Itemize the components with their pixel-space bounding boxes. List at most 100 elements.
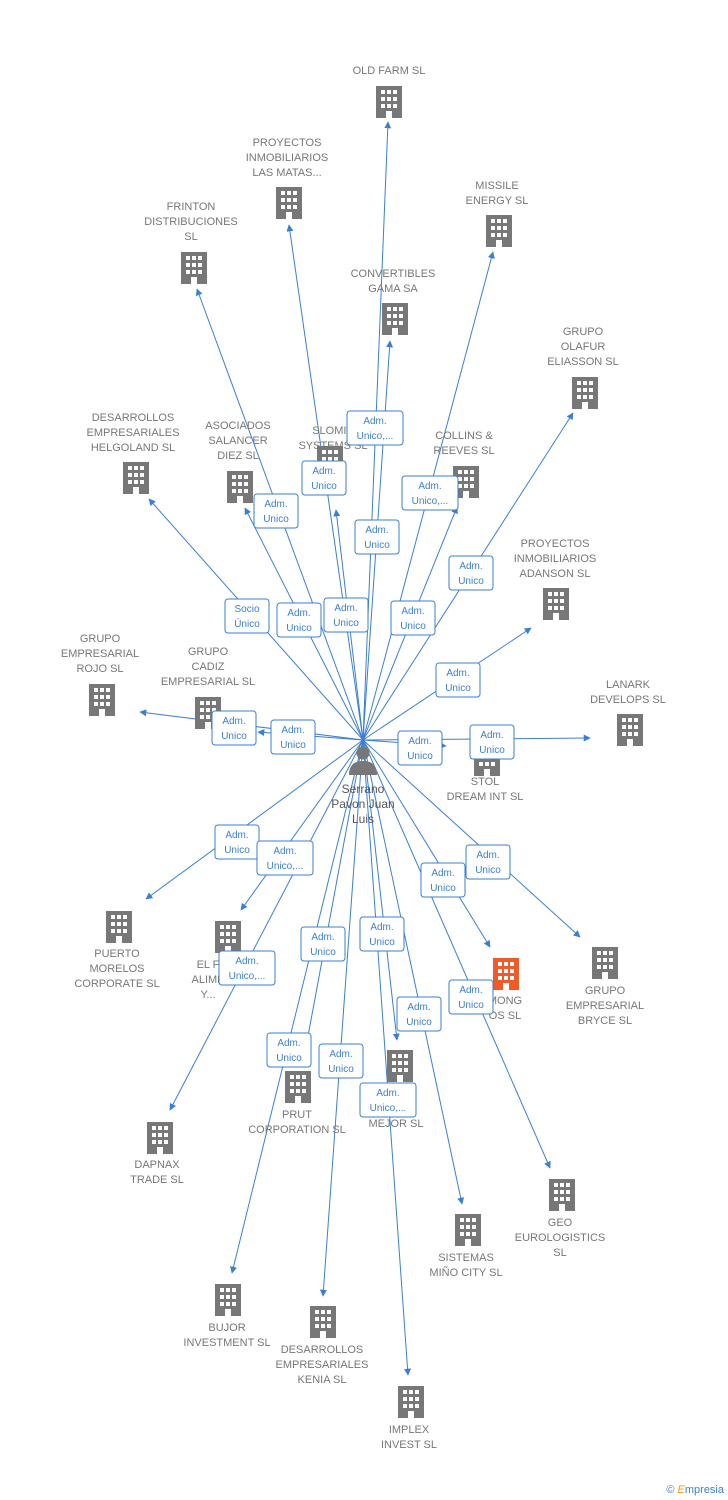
company-label-line: PUERTO <box>94 948 140 960</box>
building-icon <box>486 215 512 247</box>
edge-role-box <box>420 862 466 898</box>
edge-role-badge[interactable]: Adm.Unico <box>253 493 299 529</box>
company-label-line: REEVES SL <box>433 445 494 457</box>
edge-role-badge[interactable]: Adm. Unico <box>420 862 466 898</box>
edge-role-text: Adm. <box>431 868 454 879</box>
edge-role-badge[interactable]: Adm.Unico <box>214 824 260 860</box>
edge-role-text: Unico <box>364 540 390 551</box>
edge-role-badge[interactable]: Adm.Unico <box>359 916 405 952</box>
edge-role-badge[interactable]: Adm.Unico <box>435 662 481 698</box>
edge-role-badge[interactable]: Adm.Unico <box>465 844 511 880</box>
edge-role-box <box>224 598 270 634</box>
edge-role-badge[interactable]: Adm.Unico,... <box>256 840 314 876</box>
edge-line <box>169 739 364 1111</box>
company-label-line: ENERGY SL <box>466 195 529 207</box>
building-icon <box>147 1122 173 1154</box>
edge-role-text: Adm. <box>225 830 248 841</box>
edge-role-badge[interactable]: Adm.Unico <box>354 519 400 555</box>
edge-role-text: Adm. <box>281 725 304 736</box>
edge-line <box>230 739 364 1274</box>
edge-role-badge[interactable]: Adm.Unico <box>270 719 316 755</box>
edge-role-badge[interactable]: Adm.Unico <box>323 597 369 633</box>
edge-role-text: Unico,... <box>267 861 304 872</box>
company-label-line: EMPRESARIALES <box>87 427 180 439</box>
edge-role-text: Unico <box>458 1000 484 1011</box>
edge-role-box <box>253 493 299 529</box>
company-label-line: DAPNAX <box>134 1159 180 1171</box>
edge-role-text: Unico <box>276 1053 302 1064</box>
edge-role-text: Unico <box>407 751 433 762</box>
edge-role-badge[interactable]: Adm.Unico,... <box>218 950 276 986</box>
edge-role-badge[interactable]: Adm.Unico <box>276 602 322 638</box>
company-label-line: CADIZ <box>192 661 225 673</box>
brand-footer: © Empresia <box>666 1484 724 1496</box>
building-icon <box>227 471 253 503</box>
edge-role-badge[interactable]: Adm.Unico <box>300 926 346 962</box>
edge-role-badge[interactable]: Adm.Unico,... <box>346 410 404 446</box>
edge-role-text: Unico <box>430 883 456 894</box>
edge-role-box <box>448 979 494 1015</box>
edge-role-badge[interactable]: Adm.Unico <box>397 730 443 766</box>
edge-role-badge[interactable]: Adm.Unico <box>448 979 494 1015</box>
edge-role-text: Adm. <box>401 606 424 617</box>
company-node-old-farm[interactable]: OLD FARM SL <box>353 65 426 118</box>
edge-line <box>362 739 412 1376</box>
edge-role-badge[interactable]: Adm.Unico,... <box>359 1082 417 1118</box>
edge-role-text: Adm. <box>287 608 310 619</box>
company-label-line: OLD FARM SL <box>353 65 426 77</box>
edge-role-badge[interactable]: Adm.Unico <box>211 710 257 746</box>
company-label-line: ADANSON SL <box>520 568 591 580</box>
edge-role-badge[interactable]: Adm.Unico <box>396 996 442 1032</box>
company-label: COLLINS &REEVES SL <box>433 430 494 457</box>
edge-role-text: Unico <box>369 937 395 948</box>
company-node-collins-reeves[interactable]: COLLINS &REEVES SL <box>433 430 495 498</box>
edge-role-badge[interactable]: Adm.Unico <box>448 555 494 591</box>
company-label-line: OLAFUR <box>561 341 606 353</box>
edge-role-badge[interactable]: Adm.Unico <box>301 460 347 496</box>
edge-role-badge[interactable]: Adm.Unico <box>469 724 515 760</box>
company-label-line: SL <box>553 1247 566 1259</box>
edge-role-text: Unico <box>406 1017 432 1028</box>
building-icon <box>592 947 618 979</box>
company-label-line: INVESTMENT SL <box>183 1337 270 1349</box>
edge-role-box <box>300 926 346 962</box>
edge-role-badge[interactable]: Adm.Unico <box>266 1032 312 1068</box>
brand-logo-initial: E <box>677 1484 685 1496</box>
edge-role-badge[interactable]: Adm.Unico,... <box>401 475 459 511</box>
company-label-line: EMPRESARIALES <box>276 1359 369 1371</box>
edge-role-badge[interactable]: Adm.Unico <box>318 1043 364 1079</box>
company-label-line: MONG <box>488 995 522 1007</box>
company-label-line: DREAM INT SL <box>447 791 524 803</box>
edge-role-badge[interactable]: Adm.Unico <box>390 600 436 636</box>
edge-role-text: Adm. <box>264 499 287 510</box>
